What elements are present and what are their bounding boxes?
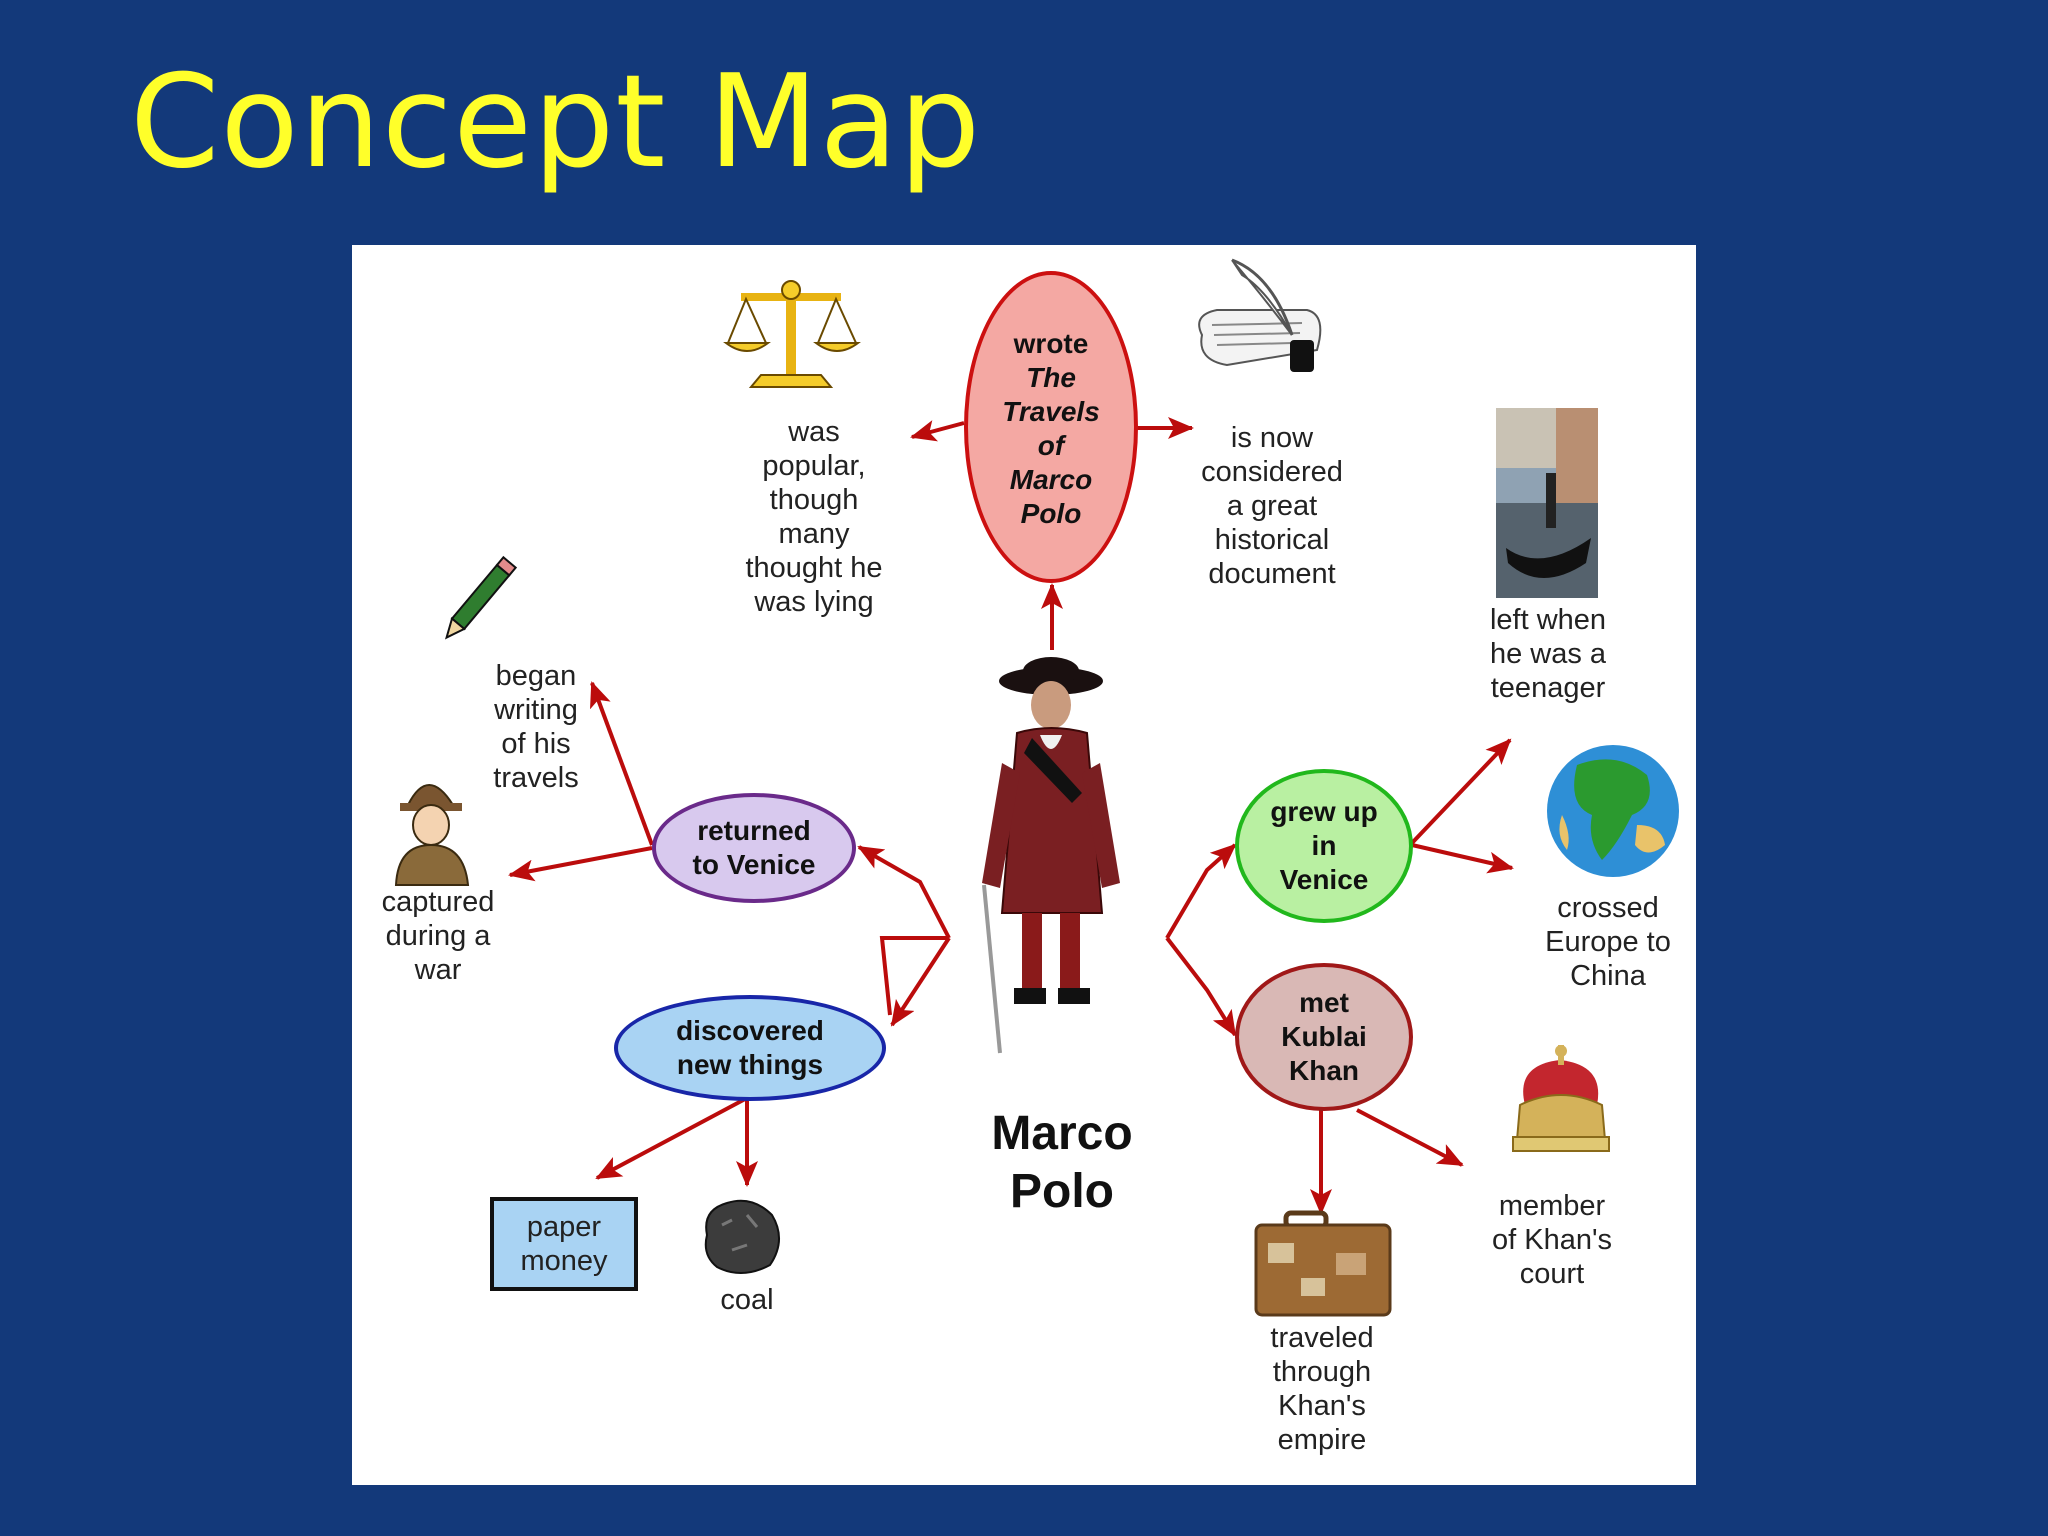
scales-of-justice-icon	[723, 280, 861, 388]
label-historical-document: is now considered a great historical doc…	[1201, 422, 1343, 590]
label-began-writing: began writing of his travels	[493, 660, 579, 794]
label-crossed-europe: crossed Europe to China	[1545, 892, 1671, 992]
label-member-khan-court: member of Khan's court	[1491, 1190, 1612, 1290]
arrow-discovered-paper	[595, 1096, 748, 1180]
node-grew-up-venice: grew up in Venice	[1235, 769, 1413, 923]
arrow-met-member	[1356, 1108, 1464, 1167]
captured-explorer-icon	[394, 784, 470, 886]
arrow-central-returned	[857, 845, 951, 939]
coal-lump-icon	[704, 1199, 780, 1274]
scroll-and-quill-icon	[1198, 258, 1322, 372]
label-was-popular: was popular, though many thought he was …	[745, 416, 883, 618]
box-paper-money: paper money	[490, 1197, 638, 1291]
suitcase-icon	[1254, 1210, 1392, 1317]
arrow-grew-teenager	[1410, 738, 1512, 845]
arrow-wrote-popular	[910, 420, 965, 442]
node-wrote-travels: wrote The Travels of Marco Polo	[964, 271, 1138, 583]
label-coal: coal	[720, 1284, 774, 1316]
globe-icon	[1547, 745, 1679, 877]
arrow-central-grew	[1165, 843, 1237, 940]
marco-polo-figure	[982, 657, 1120, 1054]
pencil-icon	[444, 555, 518, 640]
venice-gondola-photo	[1496, 408, 1598, 598]
central-node-marco-polo: Marco Polo	[991, 1107, 1133, 1218]
arrow-central-met	[1165, 936, 1237, 1037]
label-traveled-khan-empire: traveled through Khan's empire	[1270, 1322, 1374, 1456]
node-discovered-new-things: discovered new things	[614, 995, 886, 1101]
arrow-central-discovered	[890, 936, 951, 1027]
label-left-teenager: left when he was a teenager	[1489, 604, 1607, 704]
slide-title: Concept Map	[130, 48, 982, 197]
arrow-grew-crossed	[1411, 843, 1514, 874]
connector-layer	[394, 258, 1679, 1317]
arrow-returned-captured	[508, 846, 653, 882]
arrows	[508, 417, 1514, 1215]
label-captured-war: captured during a war	[381, 886, 495, 986]
arrow-central-discovered-line	[879, 936, 949, 1016]
crown-icon	[1512, 1045, 1610, 1152]
node-returned-to-venice: returned to Venice	[652, 793, 856, 903]
node-met-kublai-khan: met Kublai Khan	[1235, 963, 1413, 1111]
arrow-returned-began	[590, 681, 654, 846]
concept-map-panel: wrote The Travels of Marco Polo grew up …	[352, 245, 1696, 1485]
